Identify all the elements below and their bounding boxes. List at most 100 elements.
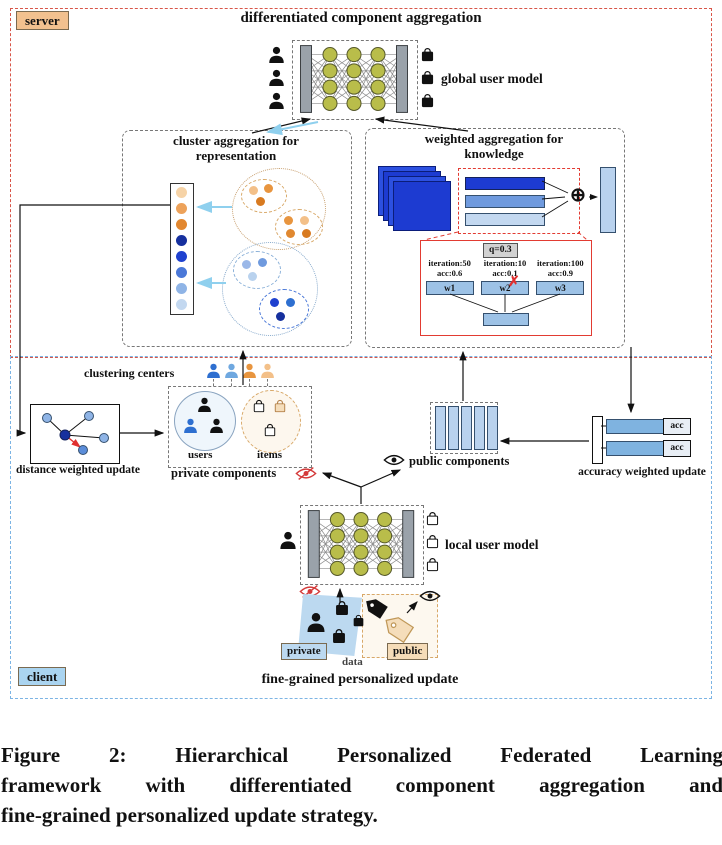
orange-subcluster [241, 179, 287, 213]
cluster-dot [242, 260, 251, 269]
item-bag-icon [263, 423, 277, 437]
user-icon [268, 46, 285, 63]
user-icon [197, 397, 212, 412]
tag-icon [385, 617, 415, 644]
acc-value-label: acc:0.1 [492, 268, 518, 278]
weight-column: iteration:50 acc:0.6 w1 [422, 258, 477, 296]
representation-dot [176, 283, 187, 294]
model-stack [378, 166, 456, 234]
global-network [294, 42, 414, 116]
cluster-dot [270, 298, 279, 307]
public-bar [474, 406, 485, 450]
item-bag-icon [352, 614, 365, 627]
cluster-dot [258, 258, 267, 267]
eye-icon [419, 589, 441, 603]
representation-dot [176, 187, 187, 198]
acc-label: acc [663, 418, 691, 435]
caption-line: framework with differentiated component … [1, 773, 722, 797]
users-label: users [188, 449, 213, 461]
user-icon [279, 531, 297, 549]
knowledge-bar [465, 195, 545, 208]
local-model-box [300, 505, 424, 585]
representation-dot [176, 235, 187, 246]
acc-bar [606, 419, 665, 434]
cluster-dot [286, 298, 295, 307]
blue-subcluster [259, 289, 309, 329]
cluster-dot [300, 216, 309, 225]
representation-column [170, 183, 194, 315]
figure-caption: Figure 2: Hierarchical Personalized Fede… [0, 740, 722, 830]
cluster-box-title: cluster aggregation for representation [173, 133, 299, 163]
acc-bar [606, 441, 665, 456]
caption-line: Figure 2: Hierarchical Personalized Fede… [1, 743, 722, 767]
item-bag-icon [273, 399, 287, 413]
public-components-box [430, 402, 498, 454]
fine-grained-title: fine-grained personalized update [261, 672, 459, 687]
user-icon [268, 92, 285, 109]
weight-bar: w3 [536, 281, 585, 295]
cluster-dot [276, 312, 285, 321]
public-data-badge: public [387, 643, 429, 660]
cluster-center-icon [260, 363, 275, 378]
client-region-border [10, 356, 712, 699]
representation-dot [176, 203, 187, 214]
distance-update-box [30, 404, 120, 464]
cluster-dot [284, 216, 293, 225]
center-tick [231, 379, 232, 386]
data-label: data [342, 656, 363, 668]
orange-subcluster [275, 209, 323, 245]
item-bag-icon [420, 70, 435, 85]
weighted-box-title: weighted aggregation for knowledge [424, 131, 564, 161]
global-model-box [292, 40, 418, 120]
iteration-label: iteration:10 [483, 258, 527, 268]
blue-subcluster [233, 251, 281, 289]
knowledge-bar [465, 177, 545, 190]
aggregated-result-bar [600, 167, 616, 233]
blue-cluster [222, 242, 318, 336]
public-bar [461, 406, 472, 450]
acc-label: acc [663, 440, 691, 457]
user-icon [183, 418, 198, 433]
item-bag-icon [425, 511, 440, 526]
representation-dot [176, 251, 187, 262]
weight-column: iteration:10 acc:0.1 w2 [477, 258, 532, 296]
public-bar [448, 406, 459, 450]
caption-line: fine-grained personalized update strateg… [1, 803, 378, 827]
eye-slash-icon [295, 467, 317, 480]
local-network [302, 507, 420, 581]
item-bag-icon [331, 628, 347, 644]
public-bar [435, 406, 446, 450]
cross-mark: ✗ [508, 275, 520, 290]
accuracy-update-label: accuracy weighted update [578, 466, 706, 478]
circled-plus-icon: ⊕ [570, 185, 586, 206]
private-data-badge: private [281, 643, 327, 660]
private-components-label: private components [171, 466, 277, 480]
local-model-label: local user model [445, 537, 539, 552]
distance-graph [42, 411, 109, 455]
acc-value-label: acc:0.6 [437, 268, 463, 278]
item-bag-icon [420, 93, 435, 108]
server-region-border [10, 8, 712, 358]
item-bag-icon [252, 399, 266, 413]
weighted-aggregation-box [365, 128, 625, 348]
public-components-label: public components [409, 454, 510, 468]
cluster-dot [286, 229, 295, 238]
distance-update-label: distance weighted update [16, 464, 140, 476]
center-tick [213, 379, 214, 386]
knowledge-bar [465, 213, 545, 226]
cluster-dot [249, 186, 258, 195]
items-label: items [257, 449, 283, 461]
center-tick [267, 379, 268, 386]
items-group [241, 390, 301, 453]
user-icon [306, 612, 326, 632]
q-value-badge: q=0.3 [483, 243, 518, 258]
representation-dot [176, 267, 187, 278]
cluster-dot [248, 272, 257, 281]
users-group [174, 391, 236, 451]
cluster-center-icon [224, 363, 239, 378]
knowledge-bars-box [458, 168, 580, 234]
eye-icon [383, 453, 405, 467]
server-badge: server [16, 11, 69, 30]
weight-bar: w2 [480, 281, 529, 295]
acc-value-label: acc:0.9 [547, 268, 573, 278]
